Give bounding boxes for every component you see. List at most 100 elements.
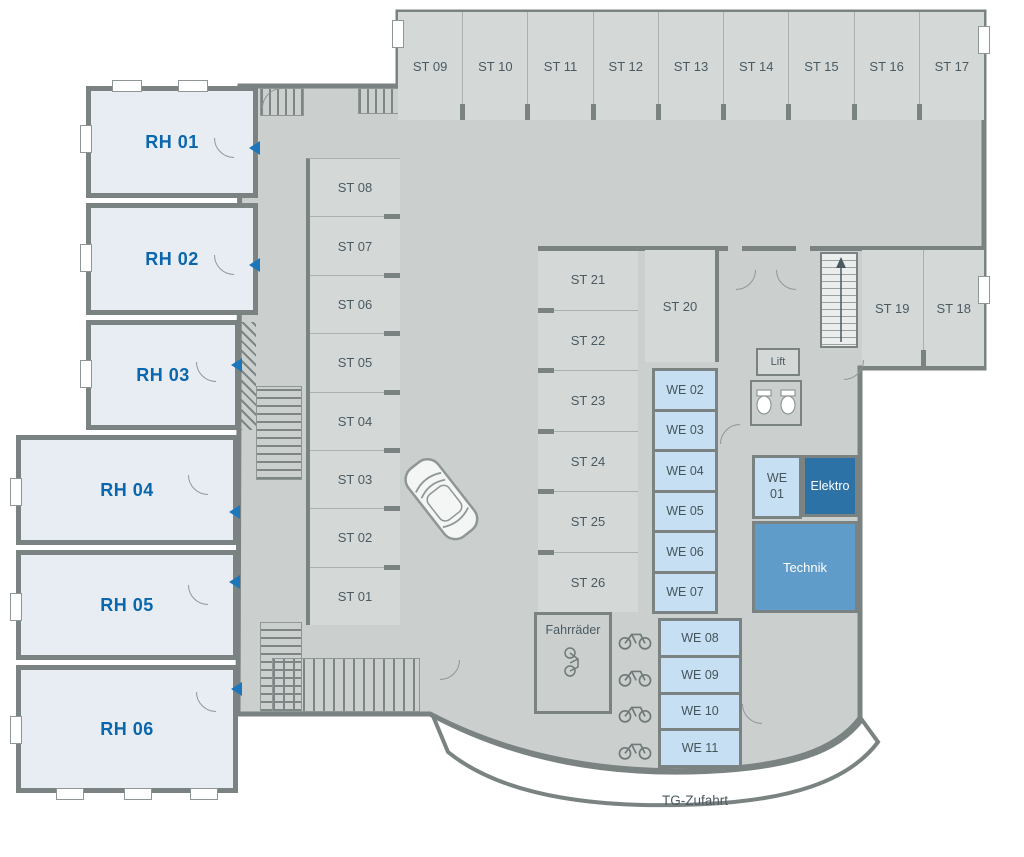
cellar-we02: WE 02	[655, 371, 715, 412]
stall-st06: ST 06	[310, 276, 400, 337]
stall-st23: ST 23	[538, 371, 638, 433]
wc-room	[750, 380, 802, 426]
window-marker	[80, 360, 92, 388]
stall-st15: ST 15	[789, 12, 857, 120]
stall-st22: ST 22	[538, 311, 638, 373]
stairs-icon	[260, 88, 304, 116]
toilet-icon	[756, 389, 796, 415]
cellar-we01: WE 01	[752, 455, 802, 519]
bicycle-icon	[618, 633, 652, 650]
stall-st20: ST 20	[645, 250, 719, 362]
stall-row-top: ST 09 ST 10 ST 11 ST 12 ST 13 ST 14 ST 1…	[398, 12, 984, 120]
car-top-view-icon	[404, 458, 479, 541]
room-label: RH 05	[100, 594, 154, 615]
door-gap	[728, 246, 742, 251]
stall-st18: ST 18	[936, 300, 971, 316]
stall-st16: ST 16	[855, 12, 922, 120]
cellar-we09: WE 09	[661, 657, 739, 695]
window-marker	[10, 593, 22, 621]
stall-st04: ST 04	[310, 393, 400, 454]
room-label: RH 01	[145, 131, 199, 152]
room-rh05: RH 05	[16, 550, 238, 660]
stall-st12: ST 12	[594, 12, 662, 120]
stall-st03: ST 03	[310, 451, 400, 512]
stall-st07: ST 07	[310, 217, 400, 279]
ramp-label: TG-Zufahrt	[661, 793, 728, 808]
window-marker	[190, 788, 218, 800]
stall-st25: ST 25	[538, 492, 638, 554]
stall-st19: ST 19	[862, 250, 925, 366]
room-label: RH 03	[136, 364, 190, 385]
interior-wall	[538, 246, 984, 251]
stall-st08: ST 08	[310, 159, 400, 220]
stall-st02: ST 02	[310, 509, 400, 571]
stall-st17: ST 17	[934, 58, 970, 74]
stairs-icon	[256, 386, 302, 480]
window-marker	[112, 80, 142, 92]
stall-column-middle: ST 21 ST 22 ST 23 ST 24 ST 25 ST 26	[538, 250, 638, 612]
window-marker	[978, 276, 990, 304]
stall-st10: ST 10	[463, 12, 531, 120]
cellar-we08: WE 08	[661, 621, 739, 658]
window-marker	[80, 244, 92, 272]
stall-st14: ST 14	[724, 12, 792, 120]
window-marker	[124, 788, 152, 800]
room-label: RH 04	[100, 479, 154, 500]
door-triangle-icon	[231, 682, 242, 696]
room-rh04: RH 04	[16, 435, 238, 545]
stall-column-left: ST 08 ST 07 ST 06 ST 05 ST 04 ST 03 ST 0…	[306, 158, 400, 625]
window-marker	[10, 716, 22, 744]
door-triangle-icon	[229, 505, 240, 519]
bicycle-icon	[618, 706, 652, 723]
cellar-we11: WE 11	[661, 731, 739, 765]
door-triangle-icon	[249, 258, 260, 272]
bike-rack-icon	[272, 658, 420, 712]
door-gap	[796, 246, 810, 251]
room-label: WE 01	[766, 471, 788, 501]
room-rh03: RH 03	[86, 320, 240, 430]
cellar-we05: WE 05	[655, 492, 715, 533]
bicycle-area-label: Fahrräder	[545, 623, 601, 637]
cellar-we10: WE 10	[661, 694, 739, 732]
stall-st26: ST 26	[570, 574, 606, 590]
stall-st05: ST 05	[310, 334, 400, 395]
door-triangle-icon	[249, 141, 260, 155]
window-marker	[178, 80, 208, 92]
bicycle-icon	[618, 670, 652, 687]
stall-st09: ST 09	[398, 12, 466, 120]
we-column-upper: WE 02 WE 03 WE 04 WE 05 WE 06 WE 07	[652, 368, 718, 614]
room-label: RH 06	[100, 718, 154, 739]
window-marker	[56, 788, 84, 800]
lift-room: Lift	[756, 348, 800, 376]
wall-hatch	[240, 322, 256, 430]
window-marker	[978, 26, 990, 54]
staircase-icon	[820, 252, 858, 348]
we-column-lower: WE 08 WE 09 WE 10 WE 11	[658, 618, 742, 768]
bike-strip	[612, 622, 658, 768]
room-label: RH 02	[145, 248, 199, 269]
technik-room: Technik	[752, 521, 858, 613]
door-triangle-icon	[231, 358, 242, 372]
bicycle-icon	[564, 647, 579, 677]
cellar-we04: WE 04	[655, 452, 715, 493]
up-arrow-icon	[836, 257, 846, 342]
stairs-icon	[358, 88, 402, 114]
stall-st21: ST 21	[538, 250, 638, 312]
bicycle-icon	[618, 743, 652, 760]
window-marker	[392, 20, 404, 48]
stall-st24: ST 24	[538, 432, 638, 494]
elektro-room: Elektro	[802, 455, 858, 517]
bicycle-area: Fahrräder	[534, 612, 612, 714]
stall-st11: ST 11	[528, 12, 596, 120]
cellar-we03: WE 03	[655, 411, 715, 452]
stall-st13: ST 13	[659, 12, 727, 120]
cellar-we06: WE 06	[655, 533, 715, 574]
cellar-we07: WE 07	[655, 573, 715, 611]
door-triangle-icon	[229, 575, 240, 589]
ramp-band	[429, 711, 881, 808]
window-marker	[80, 125, 92, 153]
stall-st01: ST 01	[337, 588, 373, 604]
stall-pair-right: ST 19 ST 18	[862, 250, 984, 366]
room-rh06: RH 06	[16, 665, 238, 793]
